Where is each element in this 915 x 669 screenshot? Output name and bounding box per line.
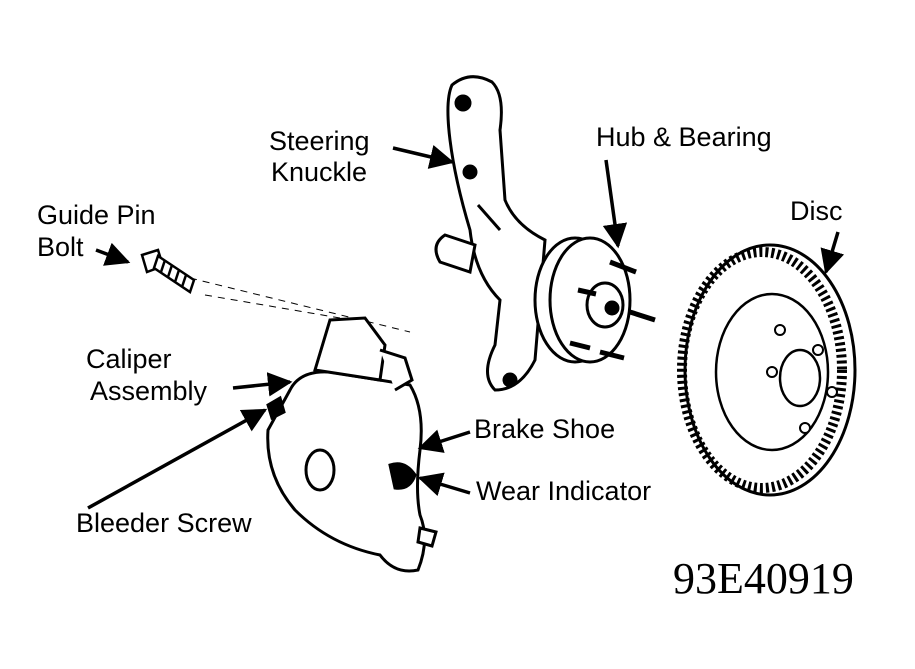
label-steering-knuckle-line1: Steering (269, 126, 370, 156)
label-disc: Disc (790, 196, 843, 226)
alignment-lines (189, 277, 411, 333)
label-caliper-assembly-line1: Caliper (86, 344, 172, 374)
label-hub-bearing: Hub & Bearing (596, 122, 772, 152)
label-bleeder-screw: Bleeder Screw (76, 508, 252, 538)
label-guide-pin-bolt-line2: Bolt (37, 232, 84, 262)
label-caliper-assembly-line2: Assembly (90, 376, 208, 406)
label-guide-pin-bolt-line1: Guide Pin (37, 200, 156, 230)
label-brake-shoe: Brake Shoe (474, 414, 616, 444)
guide-pin-bolt-part (140, 248, 196, 294)
figure-code: 93E40919 (673, 554, 854, 603)
disc-part (677, 243, 857, 497)
caliper-assembly-part (266, 316, 438, 573)
label-wear-indicator: Wear Indicator (476, 476, 652, 506)
steering-knuckle-part (434, 75, 547, 392)
label-steering-knuckle-line2: Knuckle (271, 157, 368, 187)
leader-arrows (87, 144, 845, 510)
hub-bearing-part (533, 236, 656, 364)
